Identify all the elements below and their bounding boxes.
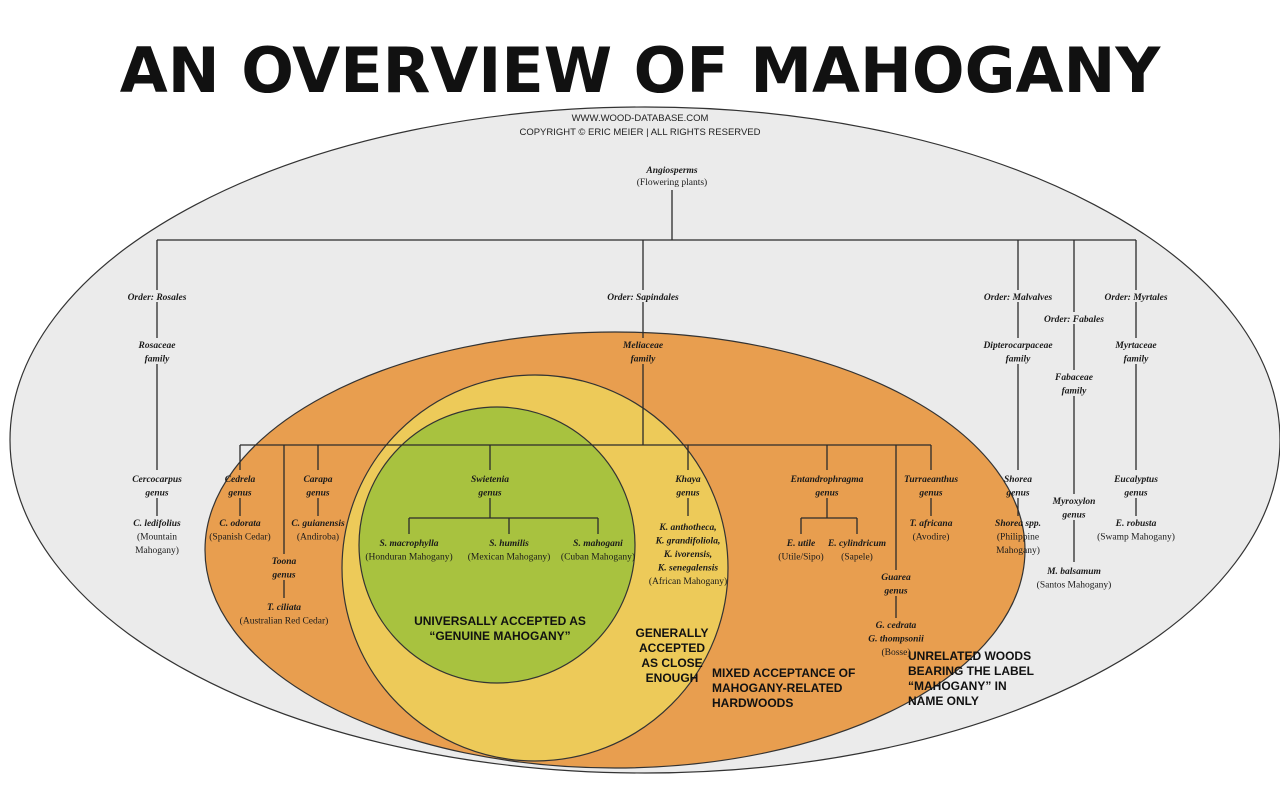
species-common-t-africana: (Avodire): [913, 532, 950, 543]
common-name-angiosperms: (Flowering plants): [637, 177, 707, 188]
taxon-label-myroxylon: genus: [1061, 511, 1086, 521]
taxon-label-eucalyptus: genus: [1123, 489, 1148, 499]
taxon-label-turraeanthus: Turraeanthus: [904, 475, 958, 485]
species-common-s-mahogani: (Cuban Mahogany): [561, 552, 635, 563]
taxon-label-turraeanthus: genus: [918, 489, 943, 499]
green-zone-label: “GENUINE MAHOGANY”: [429, 629, 570, 643]
outer-zone-label: NAME ONLY: [908, 694, 979, 708]
order-label-fabales: Order: Fabales: [1044, 315, 1104, 325]
species-name-khaya-spp: K. anthotheca,: [658, 523, 716, 533]
acceptance-zones: [9, 106, 1280, 774]
orange-zone-label: MAHOGANY-RELATED: [712, 681, 843, 695]
yellow-zone-label: ENOUGH: [646, 671, 699, 685]
taxon-label-cercocarpus: Cercocarpus: [132, 475, 182, 485]
species-name-khaya-spp: K. grandifoliola,: [655, 537, 721, 547]
species-name-c-guianensis: C. guianensis: [291, 519, 345, 529]
species-name-c-odorata: C. odorata: [219, 519, 260, 529]
taxon-label-myroxylon: Myroxylon: [1052, 497, 1096, 507]
order-label-myrtales: Order: Myrtales: [1104, 293, 1167, 303]
taxon-label-rosaceae: family: [145, 355, 171, 365]
taxon-label-meliaceae: Meliaceae: [622, 341, 664, 351]
species-common-shorea-spp: (Philippine: [997, 532, 1039, 543]
taxon-label-fabaceae: Fabaceae: [1054, 373, 1094, 383]
green-zone-label: UNIVERSALLY ACCEPTED AS: [414, 614, 586, 628]
species-common-c-odorata: (Spanish Cedar): [209, 532, 270, 543]
outer-zone-label: BEARING THE LABEL: [908, 664, 1034, 678]
taxon-label-carapa: genus: [305, 489, 330, 499]
taxon-label-myrtaceae: Myrtaceae: [1114, 341, 1157, 351]
order-label-rosales: Order: Rosales: [128, 293, 187, 303]
species-name-m-balsamum: M. balsamum: [1046, 567, 1101, 577]
species-common-shorea-spp: Mahogany): [996, 545, 1040, 556]
yellow-zone-label: AS CLOSE: [641, 656, 702, 670]
taxon-label-shorea: Shorea: [1004, 475, 1032, 485]
taxon-name-angiosperms: Angiosperms: [645, 166, 698, 176]
green-zone-circle: [358, 406, 636, 684]
species-name-s-humilis: S. humilis: [489, 539, 529, 549]
species-common-e-robusta: (Swamp Mahogany): [1097, 532, 1175, 543]
taxon-label-guarea: Guarea: [881, 573, 911, 583]
taxon-label-swietenia: genus: [477, 489, 502, 499]
species-common-c-guianensis: (Andiroba): [297, 532, 339, 543]
taxon-label-carapa: Carapa: [303, 475, 332, 485]
species-name-t-ciliata: T. ciliata: [267, 603, 301, 613]
species-common-s-macrophylla: (Honduran Mahogany): [365, 552, 452, 563]
species-common-c-ledifolius: Mahogany): [135, 545, 179, 556]
taxon-label-khaya: Khaya: [674, 475, 701, 485]
taxon-label-cedrela: Cedrela: [225, 475, 256, 485]
species-name-guarea-spp: G. cedrata: [876, 621, 917, 631]
taxon-label-shorea: genus: [1005, 489, 1030, 499]
species-name-khaya-spp: K. senegalensis: [657, 564, 718, 574]
species-name-s-mahogani: S. mahogani: [573, 539, 623, 549]
taxon-label-guarea: genus: [883, 587, 908, 597]
species-name-t-africana: T. africana: [910, 519, 953, 529]
copyright-credit: COPYRIGHT © ERIC MEIER | ALL RIGHTS RESE…: [519, 127, 760, 138]
taxon-label-cercocarpus: genus: [144, 489, 169, 499]
yellow-zone-label: GENERALLY: [636, 626, 709, 640]
taxon-label-rosaceae: Rosaceae: [138, 341, 177, 351]
page-title: AN OVERVIEW OF MAHOGANY: [120, 34, 1162, 107]
taxon-label-entandrophragma: Entandrophragma: [790, 475, 864, 485]
taxon-label-dipterocarpaceae: family: [1006, 355, 1032, 365]
orange-zone-label: MIXED ACCEPTANCE OF: [712, 666, 855, 680]
species-common-s-humilis: (Mexican Mahogany): [468, 552, 551, 563]
species-name-s-macrophylla: S. macrophylla: [379, 539, 438, 549]
outer-zone-label: “MAHOGANY” IN: [908, 679, 1007, 693]
species-common-c-ledifolius: (Mountain: [137, 532, 177, 543]
species-name-e-cylindricum: E. cylindricum: [827, 539, 886, 549]
species-common-e-utile: (Utile/Sipo): [778, 552, 823, 563]
outer-zone-label: UNRELATED WOODS: [908, 649, 1031, 663]
tree-connectors: [156, 190, 1137, 618]
taxon-label-meliaceae: family: [631, 355, 657, 365]
order-label-malvales: Order: Malvalves: [984, 293, 1053, 303]
species-name-c-ledifolius: C. ledifolius: [133, 519, 181, 529]
taxon-label-eucalyptus: Eucalyptus: [1113, 475, 1158, 485]
taxon-label-myrtaceae: family: [1124, 355, 1150, 365]
species-common-t-ciliata: (Australian Red Cedar): [240, 616, 329, 627]
species-common-khaya-spp: (African Mahogany): [649, 576, 727, 587]
zone-labels: UNIVERSALLY ACCEPTED AS“GENUINE MAHOGANY…: [414, 614, 1034, 710]
taxon-label-toona: genus: [271, 571, 296, 581]
species-name-khaya-spp: K. ivorensis,: [663, 550, 712, 560]
species-name-guarea-spp: G. thompsonii: [868, 635, 924, 645]
species-name-shorea-spp: Shorea spp.: [995, 519, 1041, 529]
taxon-label-cedrela: genus: [227, 489, 252, 499]
species-name-e-robusta: E. robusta: [1115, 519, 1157, 529]
species-common-e-cylindricum: (Sapele): [841, 552, 873, 563]
taxon-label-entandrophragma: genus: [814, 489, 839, 499]
taxonomy-nodes: Angiosperms(Flowering plants) Order: Rosa…: [128, 166, 1175, 658]
order-label-sapindales: Order: Sapindales: [607, 293, 679, 303]
orange-zone-label: HARDWOODS: [712, 696, 793, 710]
taxon-label-swietenia: Swietenia: [471, 475, 509, 485]
taxon-label-toona: Toona: [272, 557, 297, 567]
species-name-e-utile: E. utile: [786, 539, 816, 549]
website-credit: WWW.WOOD-DATABASE.COM: [572, 113, 709, 124]
species-common-m-balsamum: (Santos Mahogany): [1037, 580, 1112, 591]
taxon-label-fabaceae: family: [1062, 387, 1088, 397]
species-common-guarea-spp: (Bosse): [881, 647, 910, 658]
taxon-label-khaya: genus: [675, 489, 700, 499]
yellow-zone-label: ACCEPTED: [639, 641, 705, 655]
taxon-label-dipterocarpaceae: Dipterocarpaceae: [982, 341, 1053, 351]
